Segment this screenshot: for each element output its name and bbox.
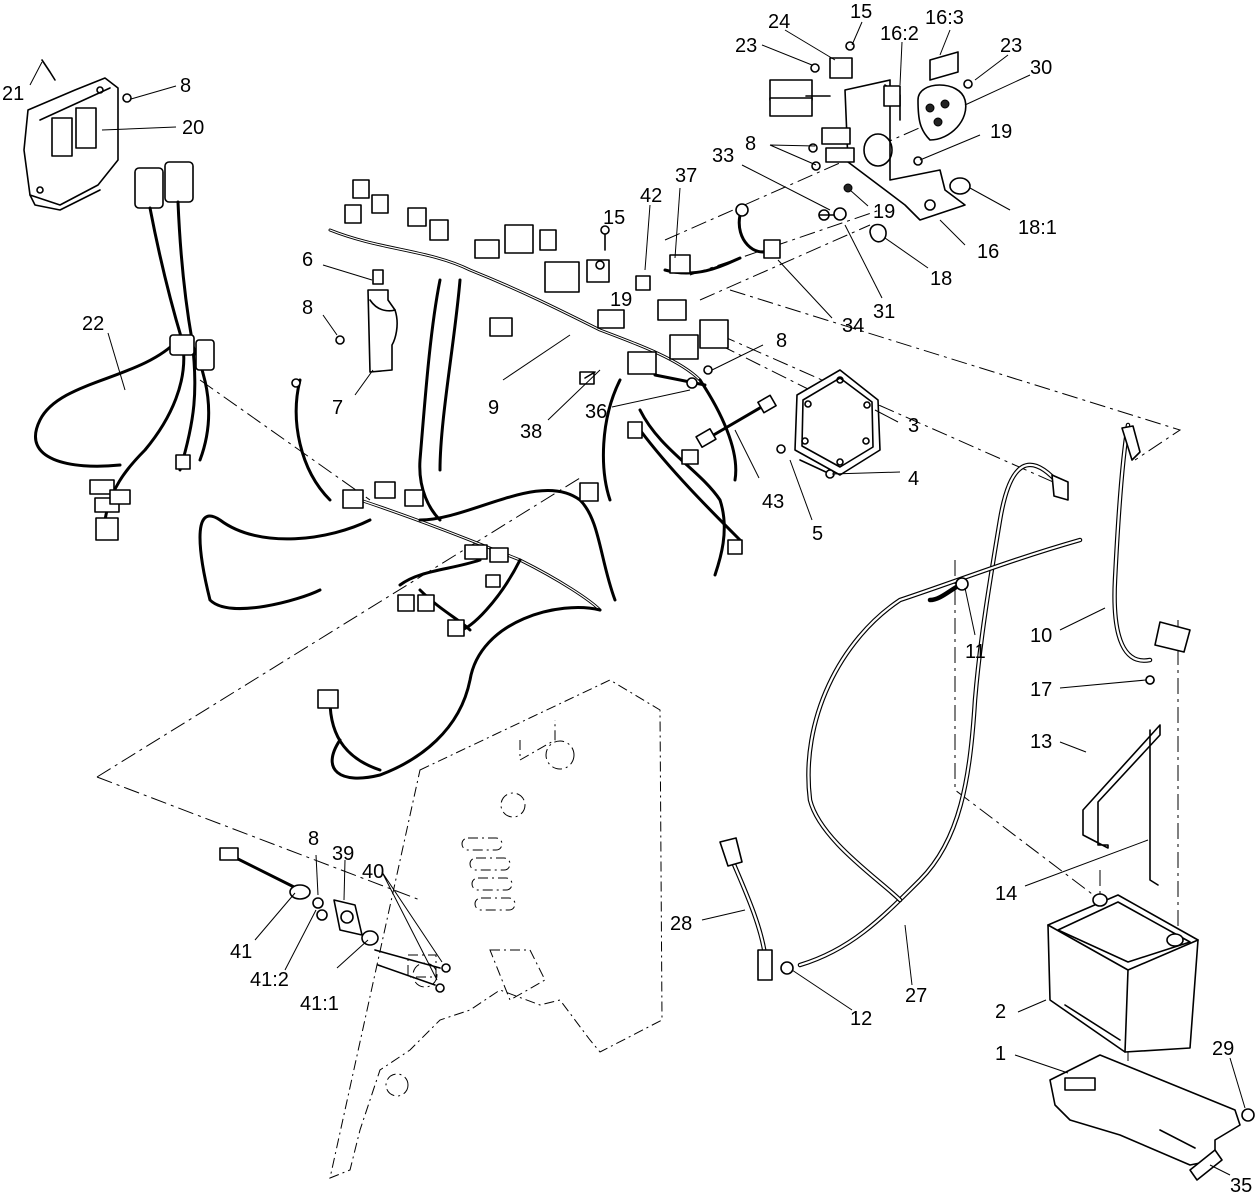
callout-11: 11 [965,641,986,663]
battery-cable-11 [797,462,1069,968]
callout-19-harness: 19 [610,289,632,311]
relay-connector-37 [595,225,742,291]
battery [1047,893,1199,1053]
battery-cable-10 [1112,422,1191,685]
callout-41: 41 [230,941,252,963]
callout-13: 13 [1030,731,1052,753]
ground-wire [584,365,713,389]
callout-19-bracket-lower: 19 [873,201,895,223]
callout-33: 33 [712,145,734,167]
callout-29: 29 [1212,1038,1234,1060]
callout-31: 31 [873,301,895,323]
mounting-plate [776,369,881,479]
callout-2: 2 [995,1001,1006,1023]
callout-37: 37 [675,165,697,187]
battery-cable-27 [806,537,1083,903]
callout-36: 36 [585,401,607,423]
callout-16: 16 [977,241,999,263]
callout-14: 14 [995,883,1017,905]
callout-41-1: 41:1 [300,993,339,1015]
callout-16-2: 16:2 [880,23,919,45]
callout-6: 6 [302,249,313,271]
callout-3: 3 [908,415,919,437]
callout-9: 9 [488,397,499,419]
callout-23-left: 23 [735,35,757,57]
ecu-module [23,59,132,211]
callout-18-1: 18:1 [1018,217,1057,239]
callout-18: 18 [930,268,952,290]
callout-39: 39 [332,843,354,865]
harness-clamp [335,269,398,373]
ecu-harness [34,161,215,541]
battery-tray [1049,1054,1255,1181]
callout-27: 27 [905,985,927,1007]
callout-42: 42 [640,185,662,207]
callout-17: 17 [1030,679,1052,701]
callout-19-bracket: 19 [990,121,1012,143]
fuse-cable [695,394,777,448]
callout-8-sensor: 8 [308,828,319,850]
callout-40: 40 [362,861,384,883]
callout-35: 35 [1230,1175,1252,1197]
callout-16-3: 16:3 [925,7,964,29]
callout-20: 20 [182,117,204,139]
callout-38: 38 [520,421,542,443]
callout-8-ground: 8 [776,330,787,352]
alignment-lines [96,109,1182,1110]
callout-24: 24 [768,11,790,33]
callout-8-clamp: 8 [302,297,313,319]
callout-15-bracket: 15 [850,1,872,23]
callout-41-2: 41:2 [250,969,289,991]
battery-cable-34 [735,203,887,259]
callout-8-ecu: 8 [180,75,191,97]
callout-4: 4 [908,468,919,490]
callout-23-right: 23 [1000,35,1022,57]
callout-43: 43 [762,491,784,513]
callout-15-harness: 15 [603,207,625,229]
callout-34: 34 [842,315,864,337]
frame-panel [329,679,663,1179]
callout-1: 1 [995,1043,1006,1065]
callout-30: 30 [1030,57,1052,79]
relay-bracket-16 [769,41,973,221]
leader-lines [29,21,1246,1176]
callout-21: 21 [2,83,24,105]
battery-hold-down [1082,675,1161,886]
callout-7: 7 [332,397,343,419]
callout-12: 12 [850,1008,872,1030]
callout-28: 28 [670,913,692,935]
callout-22: 22 [82,313,104,335]
callout-8-bracket: 8 [745,133,756,155]
main-wire-harness [198,179,743,780]
battery-cable-28 [719,837,794,981]
callout-5: 5 [812,523,823,545]
callout-10: 10 [1030,625,1052,647]
